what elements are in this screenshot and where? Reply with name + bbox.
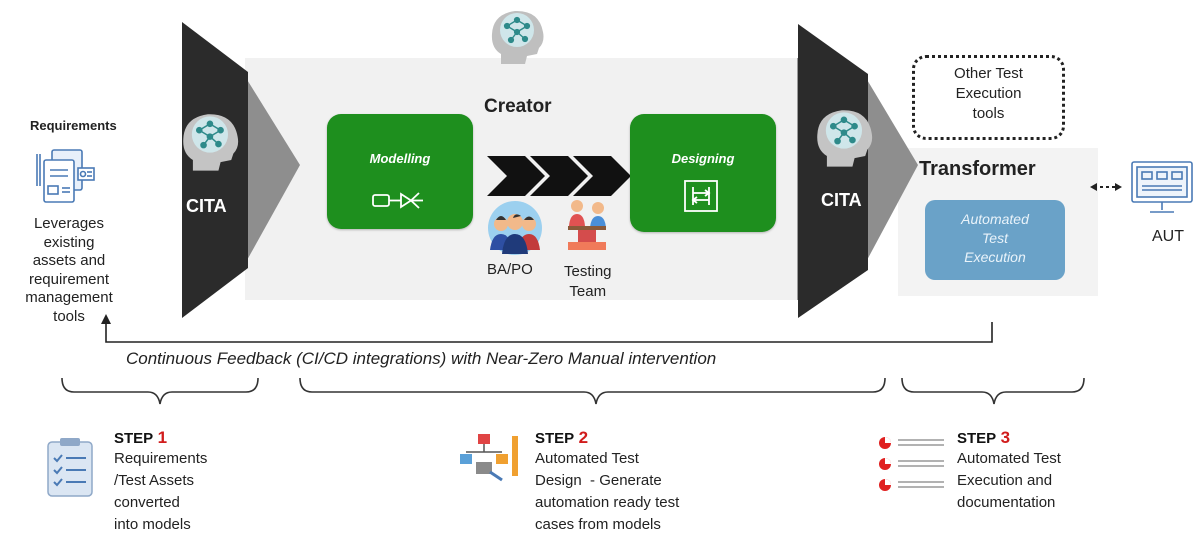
left-cita-label: CITA	[186, 196, 227, 216]
left-gate-grey	[246, 78, 300, 262]
automated-line: Automated	[961, 211, 1029, 227]
modelling-label: Modelling	[369, 151, 431, 166]
designing-box: Designing	[630, 114, 776, 232]
chevron-2	[530, 156, 588, 196]
step-3-head: STEP	[957, 430, 997, 447]
feedback-arrow-head	[101, 314, 111, 324]
requirements-line: management	[25, 289, 113, 306]
step-1-line: into models	[114, 516, 191, 533]
chevron-1	[487, 156, 545, 196]
ba-po-label: BA/PO	[487, 261, 533, 278]
brain-head-icon	[817, 110, 873, 167]
step-1: STEP 1 Requirements /Test Assets convert…	[114, 428, 207, 536]
ba-po-avatar-icon	[488, 201, 542, 255]
automated-test-execution-box: Automated Test Execution	[925, 200, 1065, 280]
step-2-number: 2	[578, 428, 589, 447]
step-2-line: automation ready test	[535, 494, 680, 511]
documents-icon	[36, 149, 95, 203]
testing-team-line: Team	[569, 283, 607, 300]
step-2-line: Automated Test	[535, 450, 639, 467]
requirements-line: tools	[53, 307, 85, 325]
chevron-3	[573, 156, 631, 196]
automated-line: Execution	[964, 249, 1026, 265]
testing-team-icon	[568, 200, 606, 250]
step-1-head: STEP	[114, 430, 154, 447]
brain-head-icon	[183, 114, 239, 171]
step-2-line: cases from models	[535, 516, 661, 533]
clipboard-checklist-icon	[47, 438, 93, 497]
step-3-line: Execution and	[957, 472, 1053, 489]
requirements-description: Leverages existing assets and requiremen…	[14, 215, 124, 326]
testing-team-label: Testing Team	[564, 262, 612, 302]
other-tools-line: Execution	[955, 85, 1022, 102]
design-diagram-icon	[684, 180, 718, 212]
bracket-step-3	[901, 377, 1085, 405]
feedback-loop-line	[105, 320, 993, 343]
testing-team-line: Testing	[564, 263, 612, 280]
feedback-caption: Continuous Feedback (CI/CD integrations)…	[126, 349, 717, 368]
designing-label: Designing	[671, 151, 735, 166]
pie-report-icon	[879, 437, 944, 491]
step-2-line: Design - Generate	[535, 472, 662, 489]
step-1-line: /Test Assets	[114, 472, 195, 489]
requirements-line: existing	[43, 233, 95, 251]
monitor-icon	[1131, 161, 1193, 213]
brain-head-icon	[491, 10, 544, 65]
other-tools-box: Other Test Execution tools	[912, 55, 1065, 140]
step-3: STEP 3 Automated Test Execution and docu…	[957, 428, 1061, 514]
requirements-line: requirement	[28, 270, 110, 288]
creator-title: Creator	[484, 96, 552, 117]
modelling-box: Modelling	[327, 114, 473, 229]
requirements-line: Leverages	[33, 215, 105, 232]
model-flow-icon	[372, 192, 423, 209]
requirements-title: Requirements	[30, 118, 117, 133]
other-tools-line: tools	[972, 105, 1005, 122]
step-1-line: Requirements	[114, 450, 208, 467]
transformer-title: Transformer	[919, 158, 1036, 180]
step-1-line: converted	[114, 494, 180, 511]
flowchart-design-icon	[460, 434, 518, 482]
right-gate-grey	[866, 78, 918, 262]
bracket-step-2	[299, 377, 886, 405]
aut-label: AUT	[1152, 228, 1184, 245]
requirements-line: assets and	[32, 252, 106, 269]
automated-line: Test	[982, 230, 1008, 246]
other-tools-line: Other Test	[954, 65, 1023, 82]
right-cita-label: CITA	[821, 190, 862, 210]
step-3-number: 3	[1000, 428, 1011, 447]
bracket-step-1	[61, 377, 259, 405]
right-gate-dark	[798, 24, 868, 318]
step-2: STEP 2 Automated Test Design - Generate …	[535, 428, 679, 536]
step-3-line: Automated Test	[957, 450, 1061, 467]
step-1-number: 1	[157, 428, 168, 447]
step-2-head: STEP	[535, 430, 575, 447]
step-3-line: documentation	[957, 494, 1056, 511]
